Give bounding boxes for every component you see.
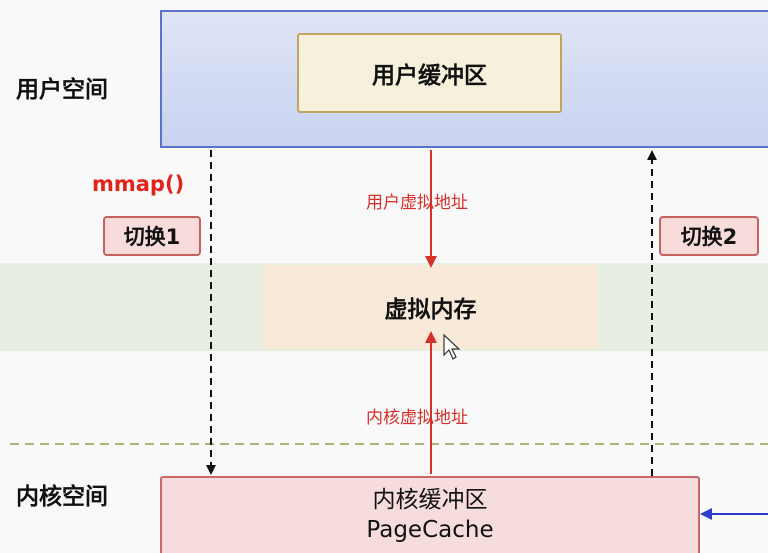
- switch2-badge: 切换2: [659, 216, 759, 256]
- kernel-buffer-label: 内核缓冲区: [372, 486, 488, 513]
- user-space-label: 用户空间: [16, 77, 108, 103]
- kernel-buffer-box: 内核缓冲区 PageCache: [160, 476, 700, 553]
- user-buffer-box: 用户缓冲区: [297, 33, 562, 113]
- switch1-badge: 切换1: [103, 216, 201, 256]
- kernel-virtual-address-label: 内核虚拟地址: [366, 408, 468, 428]
- kernel-space-label: 内核空间: [16, 484, 108, 510]
- mmap-label: mmap(): [92, 172, 185, 196]
- page-cache-label: PageCache: [366, 516, 494, 543]
- user-virtual-address-label: 用户虚拟地址: [366, 193, 468, 213]
- mouse-cursor-icon: [443, 333, 461, 360]
